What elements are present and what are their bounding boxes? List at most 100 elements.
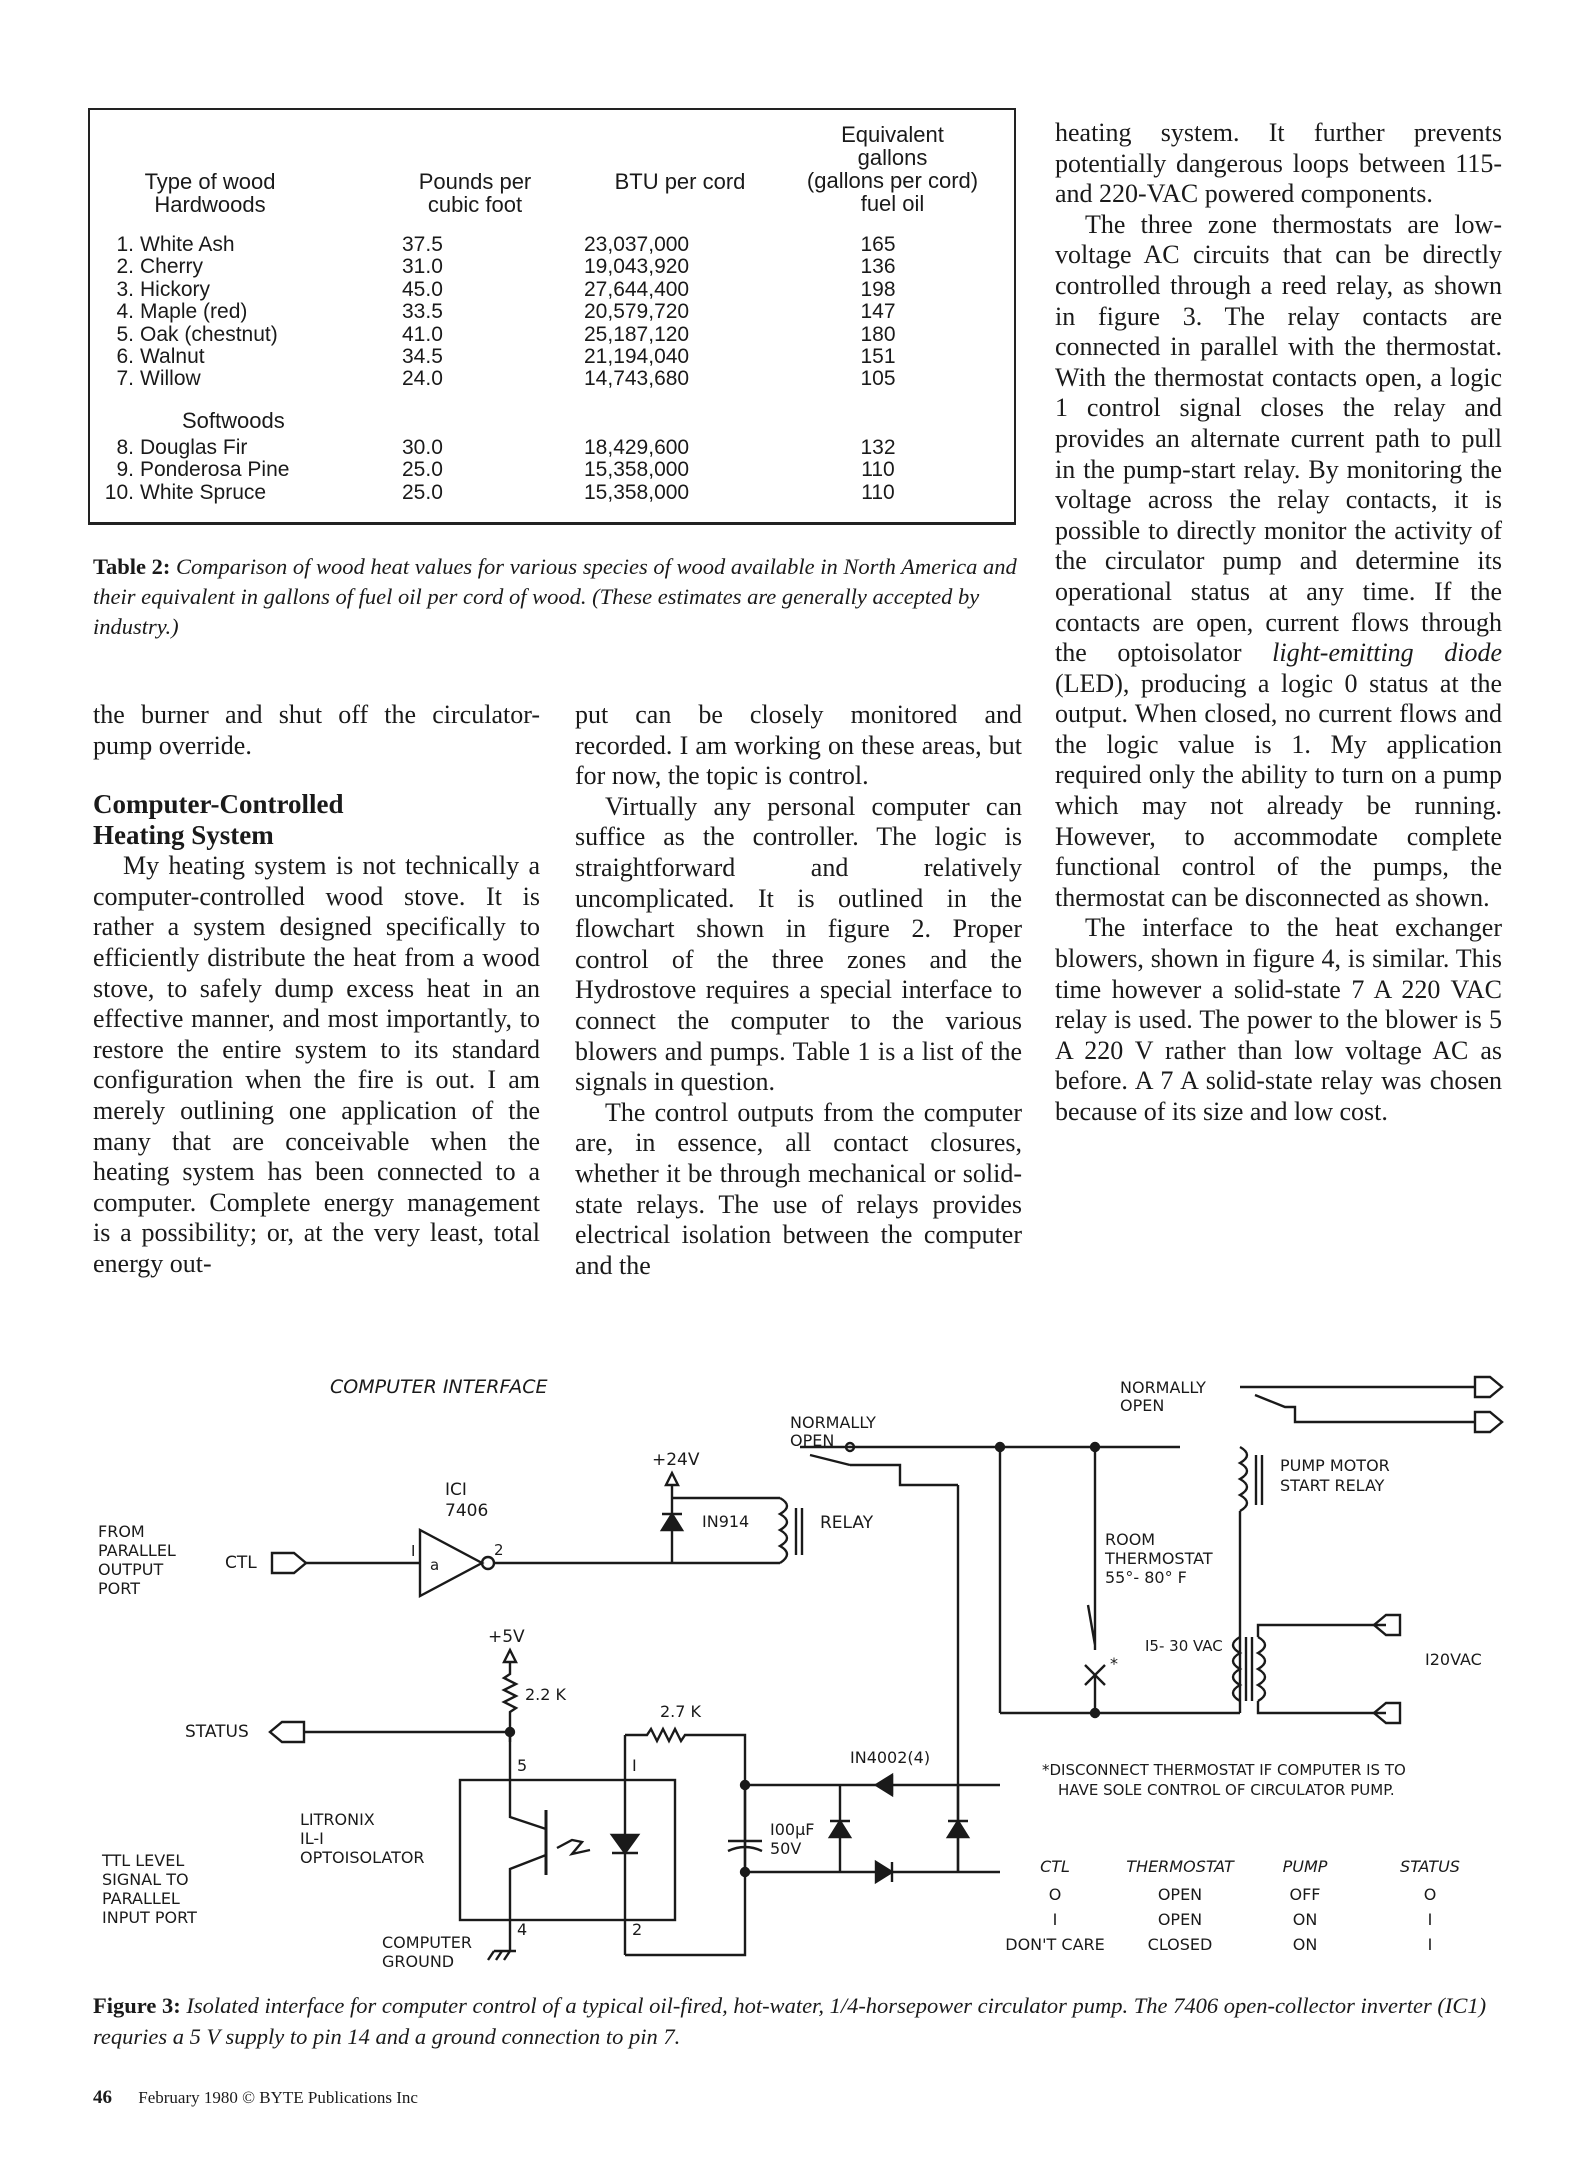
truth-cell: ON — [1293, 1910, 1318, 1929]
from-port-label-4: PORT — [98, 1579, 140, 1598]
table-cell-btu: 15,358,000 — [584, 480, 690, 504]
junction-node — [1089, 1441, 1101, 1453]
softwoods-label: Softwoods — [182, 408, 285, 433]
resistor-2k7-icon — [625, 1726, 747, 1875]
table-cell-btu: 27,644,400 — [584, 277, 690, 301]
table-cell-name: Oak (chestnut) — [140, 322, 278, 346]
table-cell-btu: 15,358,000 — [584, 458, 690, 482]
no1-label-1: NORMALLY — [790, 1413, 876, 1432]
table-cell-pounds: 31.0 — [402, 255, 443, 279]
note-line-2: HAVE SOLE CONTROL OF CIRCULATOR PUMP. — [1058, 1781, 1395, 1799]
col1-paragraph-1: the burner and shut off the circulator-p… — [93, 700, 540, 760]
table-cell-pounds: 37.5 — [402, 233, 443, 256]
status-connector-icon — [268, 1720, 306, 1744]
col2-paragraph-1: put can be closely monitored and recorde… — [575, 700, 1022, 791]
thermostat-contact — [1086, 1590, 1097, 1650]
table-cell-gallons: 110 — [861, 480, 895, 504]
truth-cell: ON — [1293, 1935, 1318, 1954]
header-btu-line1: BTU per cord — [614, 169, 746, 194]
capacitor-plate-2 — [727, 1845, 763, 1853]
figure-caption-label: Figure 3: — [93, 1993, 181, 2018]
table-cell-pounds: 45.0 — [402, 277, 443, 301]
v24-arrow-icon — [664, 1470, 680, 1487]
cap-bottom-wire — [625, 1875, 747, 1957]
header-pounds-line1: Pounds per — [418, 169, 532, 194]
table-cell-num: 7. — [116, 367, 134, 391]
pump-terminal-2-icon — [1473, 1410, 1504, 1434]
table-cell-num: 1. — [116, 233, 134, 256]
header-type-line1: Type of wood — [144, 169, 276, 194]
footer-text: February 1980 © BYTE Publications Inc — [138, 2088, 418, 2107]
page-footer: 46 February 1980 © BYTE Publications Inc — [93, 2087, 418, 2109]
junction-node — [994, 1441, 1006, 1453]
gate-label: a — [430, 1556, 439, 1574]
table-cell-gallons: 198 — [860, 277, 896, 301]
table-cell-gallons: 105 — [860, 367, 896, 391]
cap-label-1: I00μF — [770, 1820, 814, 1839]
table-cell-num: 6. — [116, 345, 134, 368]
header-gallons: Equivalent gallons (gallons per cord) fu… — [770, 123, 1015, 215]
contact-bottom-wire — [850, 1463, 958, 1487]
header-btu: BTU per cord — [570, 170, 790, 193]
junction-node — [739, 1779, 751, 1791]
pump-relay-coil-icon — [1237, 1445, 1249, 1513]
table-cell-btu: 19,043,920 — [584, 255, 690, 279]
status-label: STATUS — [185, 1722, 249, 1742]
opto-pin-4: 4 — [517, 1920, 527, 1939]
bridge-label: IN4002(4) — [850, 1748, 930, 1767]
table-cell-num: 3. — [116, 277, 134, 301]
table-cell-name: Walnut — [140, 345, 205, 368]
ic-pin-2: 2 — [494, 1541, 504, 1559]
transformer-primary-icon — [1231, 1635, 1243, 1703]
body-column-1: the burner and shut off the circulator-p… — [93, 700, 540, 1280]
pump-terminal-1-icon — [1473, 1375, 1504, 1399]
table-cell-btu: 18,429,600 — [584, 436, 690, 459]
transformer-secondary-icon — [1255, 1635, 1267, 1703]
truth-header: PUMP — [1283, 1857, 1328, 1876]
table-cell-pounds: 25.0 — [402, 480, 443, 504]
truth-cell: O — [1049, 1885, 1062, 1904]
thermostat-star: * — [1110, 1654, 1118, 1673]
vac-high-wire-2 — [1256, 1701, 1386, 1715]
header-gallons-line3: (gallons per cord) — [806, 168, 979, 193]
table-cell-gallons: 180 — [860, 322, 896, 346]
table-cell-num: 5. — [116, 322, 134, 346]
table-cell-name: Douglas Fir — [140, 436, 248, 459]
truth-header: THERMOSTAT — [1126, 1857, 1235, 1876]
ttl-label-1: TTL LEVEL — [101, 1851, 184, 1870]
junction-node — [504, 1726, 516, 1738]
truth-cell: DON'T CARE — [1005, 1935, 1104, 1954]
pump-relay-label-2: START RELAY — [1280, 1476, 1385, 1495]
truth-cell: OFF — [1290, 1885, 1321, 1904]
truth-header: STATUS — [1400, 1857, 1460, 1876]
table-cell-pounds: 24.0 — [402, 367, 443, 391]
wood-heat-table: Type of wood Hardwoods Pounds per cubic … — [88, 108, 1016, 525]
resistor-2k2-icon — [501, 1662, 519, 1742]
pump-contact-wire-bottom — [1254, 1393, 1475, 1424]
body-column-3: heating system. It further prevents pote… — [1055, 118, 1502, 1128]
relay-coil-icon — [777, 1496, 789, 1565]
ttl-label-2: SIGNAL TO — [102, 1870, 189, 1889]
no2-label-1: NORMALLY — [1120, 1378, 1206, 1397]
r2-label: 2.7 K — [660, 1702, 702, 1721]
table-cell-name: Cherry — [140, 255, 204, 279]
table-cell-name: Hickory — [140, 277, 211, 301]
cap-label-2: 50V — [770, 1839, 801, 1858]
v5-arrow-icon — [502, 1647, 518, 1664]
col1-paragraph-2: My heating system is not technically a c… — [93, 851, 540, 1278]
fig-title: COMPUTER INTERFACE — [330, 1376, 548, 1398]
r1-label: 2.2 K — [525, 1685, 567, 1704]
table-cell-pounds: 34.5 — [402, 345, 443, 368]
header-gallons-line1: Equivalent — [841, 122, 944, 147]
truth-cell: OPEN — [1158, 1885, 1202, 1904]
table-caption: Table 2: Comparison of wood heat values … — [93, 552, 1023, 642]
opto-pin-5: 5 — [517, 1756, 527, 1775]
table-cell-name: White Ash — [140, 233, 235, 256]
ctl-connector-icon — [270, 1551, 308, 1575]
pump-relay-label-1: PUMP MOTOR — [1280, 1456, 1390, 1475]
table-cell-name: Ponderosa Pine — [140, 458, 290, 482]
table-cell-gallons: 151 — [860, 345, 896, 368]
truth-cell: OPEN — [1158, 1910, 1202, 1929]
room-label-2: THERMOSTAT — [1104, 1549, 1213, 1568]
